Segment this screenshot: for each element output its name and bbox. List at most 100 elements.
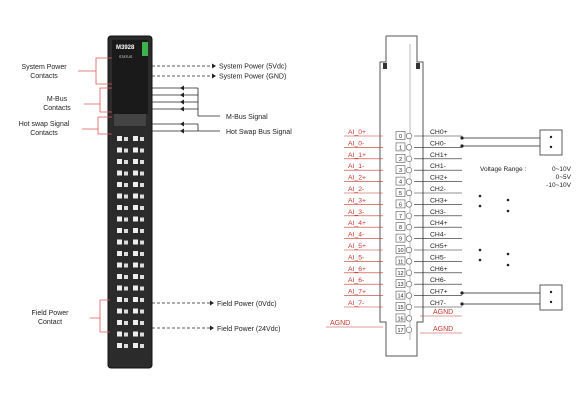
channel-label: CH6+ — [430, 266, 448, 273]
module-terminal-row — [117, 182, 144, 187]
terminal-square — [133, 228, 138, 233]
terminal-square — [133, 274, 138, 279]
terminal-pin-hole — [405, 303, 413, 311]
terminal-pin-box — [395, 256, 406, 266]
ellipsis-dot-4 — [506, 209, 510, 213]
terminal-square — [140, 298, 144, 302]
terminal-square — [117, 331, 122, 337]
channel-label: CH3+ — [430, 197, 448, 204]
terminal-square — [124, 321, 128, 325]
terminal-pin-box — [395, 211, 406, 220]
voltage-range-0-10v: 0~10V — [552, 166, 572, 173]
channel-label: CH5- — [430, 254, 446, 261]
channel-labels: CH0+CH0-CH1+CH1-CH2+CH2-CH3+CH3-CH4+CH4-… — [414, 129, 462, 308]
terminal-square — [117, 205, 122, 210]
terminal-square — [117, 159, 122, 164]
terminal-pin-number: 16 — [397, 316, 403, 322]
terminal-square — [124, 183, 128, 187]
terminal-pin-box — [395, 233, 406, 243]
terminal-pin-hole — [405, 178, 413, 185]
terminal-square — [140, 148, 144, 153]
terminal-pin-box — [395, 154, 406, 163]
terminal-square — [133, 170, 138, 176]
terminal-square — [124, 344, 128, 348]
terminal-square — [124, 240, 128, 245]
ai-input-label: AI_6+ — [348, 266, 366, 273]
terminal-pin-box — [395, 176, 406, 186]
terminal-pin-number: 8 — [399, 225, 402, 231]
channel-label: CH4- — [430, 232, 446, 239]
terminal-square — [140, 160, 144, 164]
arrow-mbus-3 — [180, 99, 184, 105]
terminal-square — [124, 332, 128, 337]
terminal-pin-box — [395, 313, 406, 323]
terminal-pin-box — [395, 267, 406, 277]
bracket-field-power-lower — [99, 318, 110, 333]
terminal-square — [140, 217, 144, 222]
terminal-square — [117, 262, 122, 268]
ai-input-label: AI_1+ — [348, 152, 366, 159]
channel-label: CH7+ — [430, 289, 448, 296]
module-terminal-row — [117, 193, 144, 199]
terminal-square — [117, 285, 122, 291]
terminal-pin-box — [395, 188, 406, 197]
module-terminal-row — [117, 147, 144, 153]
terminal-pin-box — [395, 142, 406, 152]
terminal-pin-hole — [405, 246, 413, 254]
terminal-pin-number: 6 — [399, 202, 402, 208]
terminal-square — [140, 332, 144, 337]
module-terminal-row — [117, 274, 144, 279]
terminal-square — [133, 136, 138, 141]
channel-label: CH6- — [430, 277, 446, 284]
terminal-pin-number: 15 — [397, 305, 403, 311]
bracket-mbus — [84, 87, 112, 105]
agnd-right-label-2: AGND — [433, 326, 453, 333]
arrow-hotswap-2 — [180, 128, 184, 134]
terminal-square — [133, 159, 138, 164]
terminal-pin-number: 12 — [397, 271, 403, 277]
bracket-mbus-lower — [99, 104, 112, 113]
terminal-pin-hole — [405, 155, 413, 162]
module-terminal-row — [117, 297, 144, 302]
channel-label: CH2- — [430, 186, 446, 193]
right-labels: System Power (5Vdc) System Power (GND) M… — [217, 64, 292, 334]
mbus-contacts-label-line2: Contacts — [43, 105, 71, 112]
terminal-square — [124, 275, 128, 279]
terminal-square — [133, 239, 138, 245]
terminal-square — [117, 170, 122, 176]
mbus-signal-label: M-Bus Signal — [226, 114, 268, 121]
ai-input-label: AI_0- — [348, 140, 364, 147]
terminal-square — [140, 252, 144, 256]
terminal-pin-hole — [405, 326, 413, 333]
callout-brackets — [78, 57, 112, 333]
hot-swap-contacts-label-line1: Hot swap Signal — [19, 121, 70, 128]
channel-label: CH1- — [430, 163, 446, 170]
terminal-square — [124, 171, 128, 176]
sensor-wiring — [462, 129, 563, 311]
agnd-right-label-1: AGND — [433, 309, 453, 316]
bracket-hot-swap — [82, 116, 112, 130]
voltage-range-0-5v: 0~5V — [556, 174, 572, 181]
terminal-square — [140, 275, 144, 279]
terminal-pin-box — [395, 199, 406, 209]
terminal-pin-box — [395, 290, 406, 300]
arrow-sys-5v — [212, 63, 216, 69]
ai-input-label: AI_5- — [348, 254, 364, 261]
terminal-pin-box — [395, 245, 406, 254]
ellipsis-dot-3 — [506, 198, 510, 202]
terminal-square — [133, 285, 138, 291]
field-power-24v-label: Field Power (24Vdc) — [217, 326, 280, 333]
field-power-contact-label-line1: Field Power — [32, 310, 70, 317]
terminal-pin-hole — [405, 281, 413, 288]
bracket-system-power-lower — [95, 71, 112, 85]
sensor-bottom-terminal-2 — [549, 300, 553, 304]
voltage-range-minus10-10v: -10~10V — [546, 182, 571, 189]
terminal-square — [124, 263, 128, 268]
ai-input-label: AI_5+ — [348, 243, 366, 250]
arrow-sys-gnd — [212, 73, 216, 79]
terminal-pin-number: 0 — [399, 134, 402, 140]
module-illustration: M3928 STATUS — [107, 35, 153, 369]
module-terminal-row — [117, 216, 144, 222]
terminal-square — [133, 262, 138, 268]
